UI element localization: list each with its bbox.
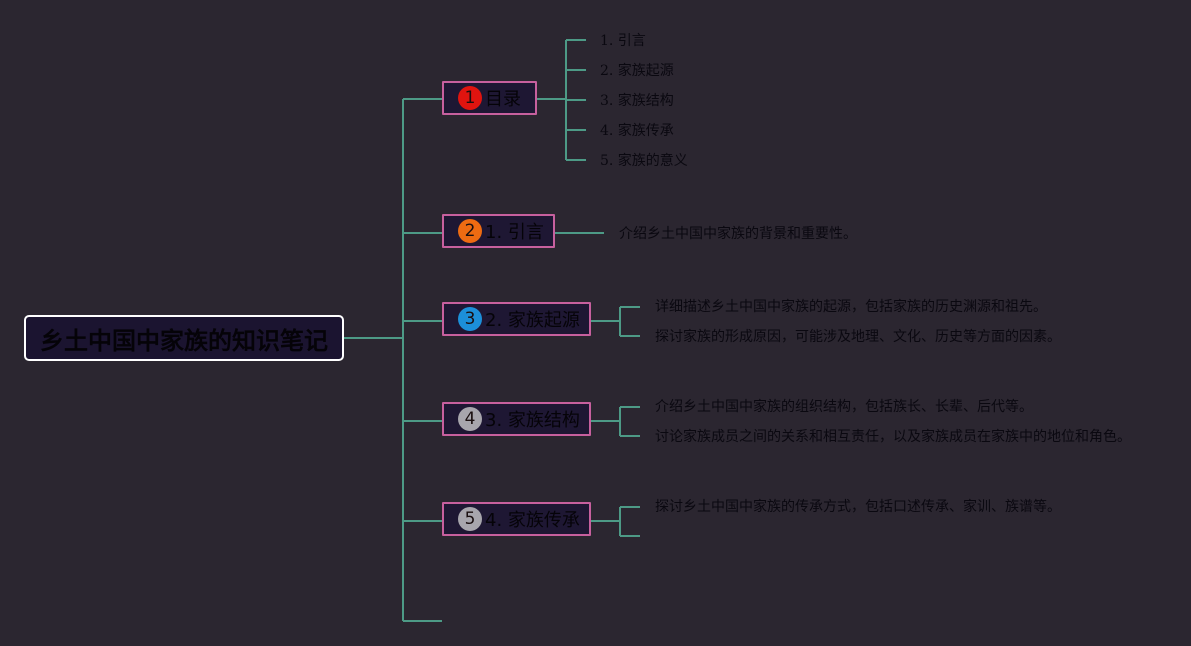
topic-intro[interactable]: 2 1. 引言 xyxy=(442,214,555,248)
structure-detail-1[interactable]: 介绍乡土中国中家族的组织结构，包括族长、长辈、后代等。 xyxy=(655,399,1033,415)
topic-inheritance[interactable]: 5 4. 家族传承 xyxy=(442,502,591,536)
origin-detail-2[interactable]: 探讨家族的形成原因，可能涉及地理、文化、历史等方面的因素。 xyxy=(655,329,1061,345)
topic-structure[interactable]: 4 3. 家族结构 xyxy=(442,402,591,436)
toc-item-inheritance[interactable]: 4. 家族传承 xyxy=(600,123,674,139)
priority-1-icon: 1 xyxy=(458,86,482,110)
topic-toc[interactable]: 1 目录 xyxy=(442,81,537,115)
toc-item-origin[interactable]: 2. 家族起源 xyxy=(600,63,674,79)
priority-4-icon: 4 xyxy=(458,407,482,431)
structure-detail-2[interactable]: 讨论家族成员之间的关系和相互责任，以及家族成员在家族中的地位和角色。 xyxy=(655,429,1131,445)
origin-detail-1[interactable]: 详细描述乡土中国中家族的起源，包括家族的历史渊源和祖先。 xyxy=(655,299,1047,315)
topic-origin[interactable]: 3 2. 家族起源 xyxy=(442,302,591,336)
topic-intro-label: 1. 引言 xyxy=(485,222,544,243)
topic-inheritance-label: 4. 家族传承 xyxy=(485,510,580,531)
priority-2-icon: 2 xyxy=(458,219,482,243)
priority-3-icon: 3 xyxy=(458,307,482,331)
topic-structure-label: 3. 家族结构 xyxy=(485,410,580,431)
toc-item-structure[interactable]: 3. 家族结构 xyxy=(600,93,674,109)
root-topic-label: 乡土中国中家族的知识笔记 xyxy=(40,326,328,355)
inheritance-detail-1[interactable]: 探讨乡土中国中家族的传承方式，包括口述传承、家训、族谱等。 xyxy=(655,499,1061,515)
priority-5-icon: 5 xyxy=(458,507,482,531)
topic-origin-label: 2. 家族起源 xyxy=(485,310,580,331)
topic-toc-label: 目录 xyxy=(485,89,521,110)
intro-detail[interactable]: 介绍乡土中国中家族的背景和重要性。 xyxy=(619,226,857,242)
toc-item-intro[interactable]: 1. 引言 xyxy=(600,33,646,49)
toc-item-meaning[interactable]: 5. 家族的意义 xyxy=(600,153,688,169)
root-topic[interactable]: 乡土中国中家族的知识笔记 xyxy=(24,315,344,361)
